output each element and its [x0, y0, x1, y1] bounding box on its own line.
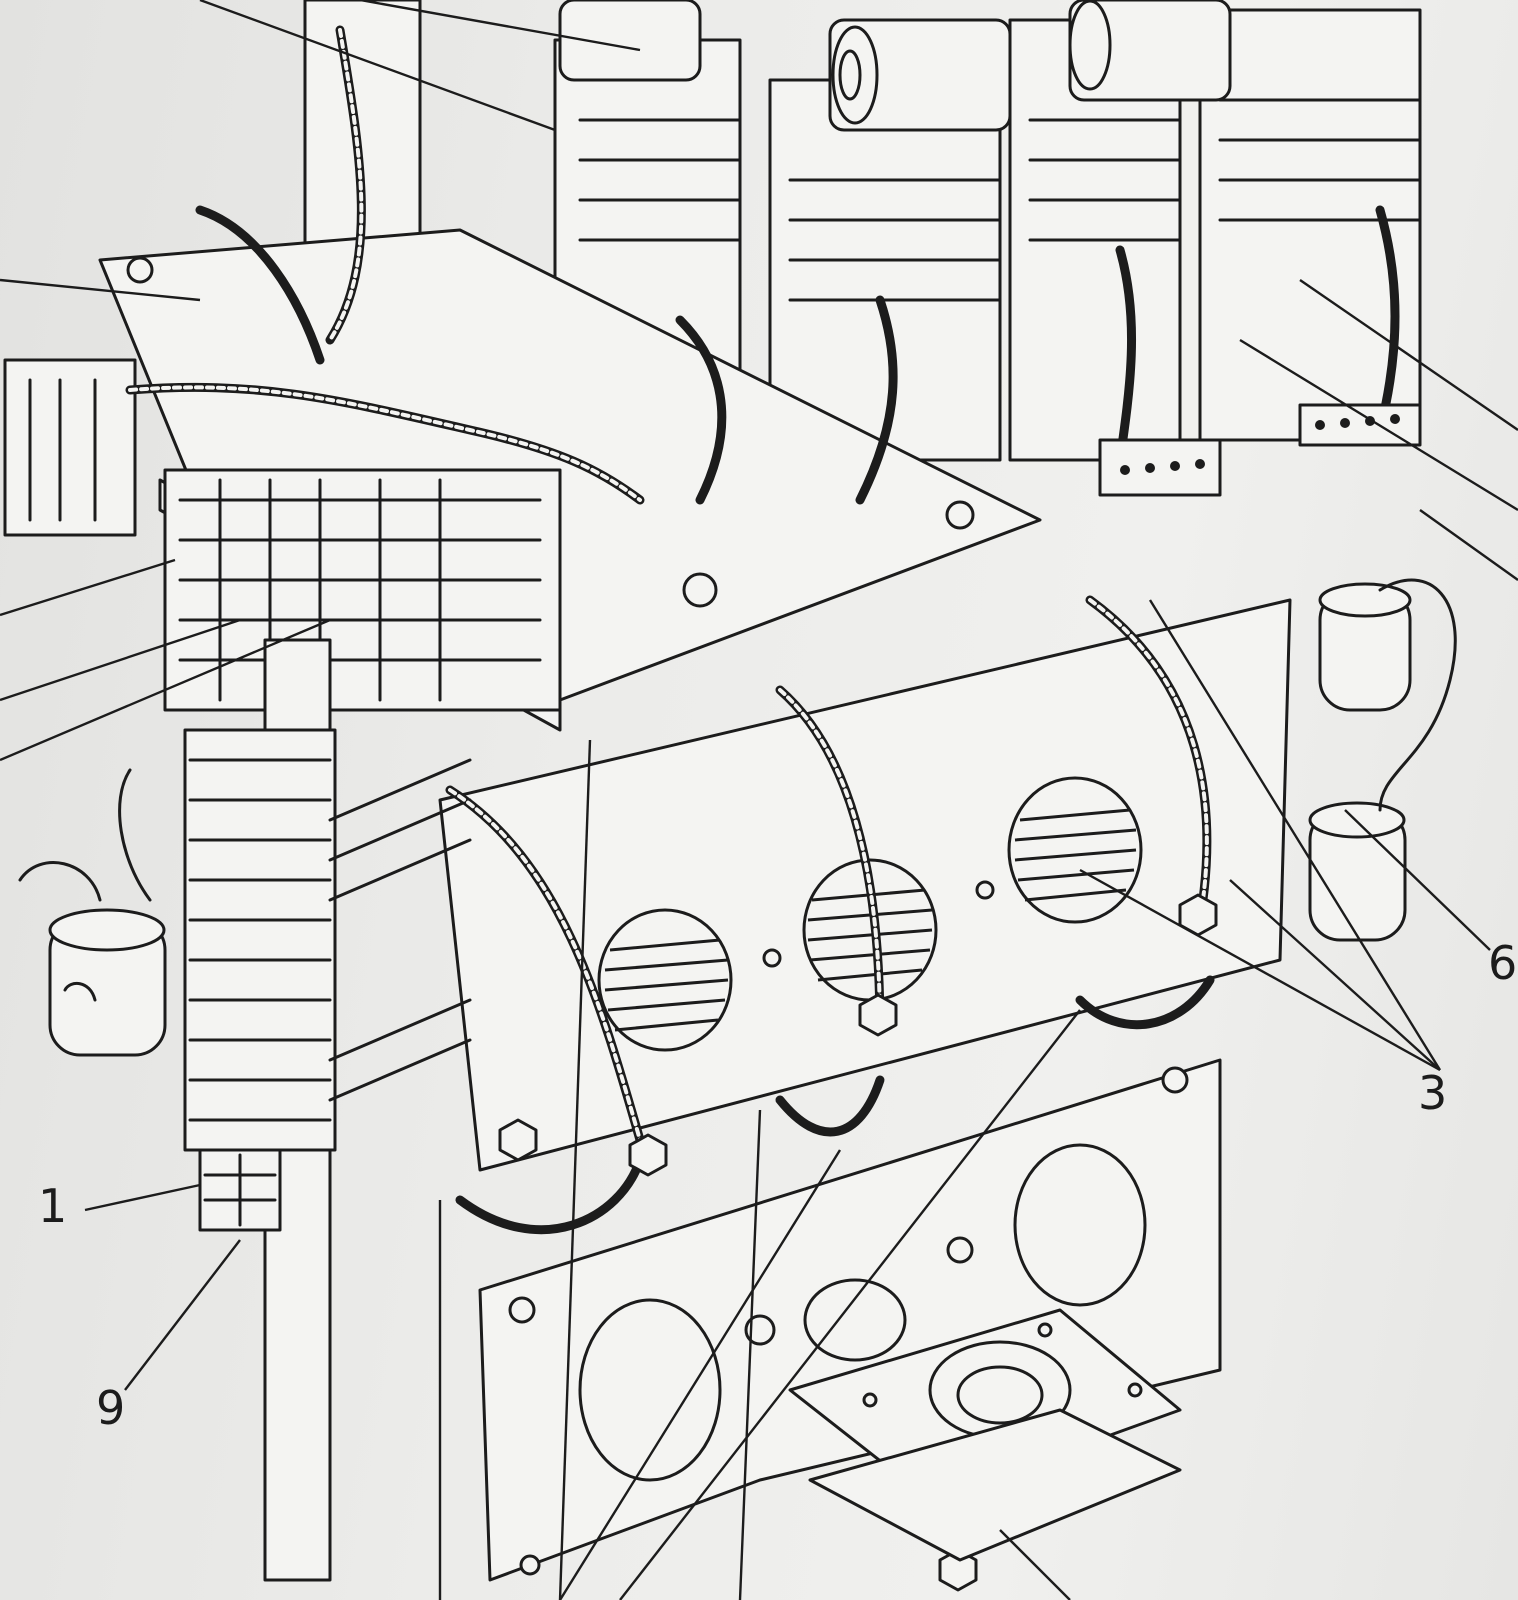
upper-coils [558, 0, 1232, 132]
lower-hole-left [578, 1298, 722, 1482]
top-mounting-plate [98, 228, 1042, 702]
callout-9: 9 [96, 1381, 126, 1435]
fin-ribs-center [328, 758, 472, 1102]
left-capacitor-coil [18, 768, 167, 1057]
terminal-connector [3, 358, 137, 537]
callout-1: 1 [38, 1179, 68, 1233]
lower-hole-right [1013, 1143, 1147, 1307]
current-transformer-bracket [788, 1308, 1182, 1562]
middle-heatsink [158, 468, 562, 732]
right-capacitor-coils [1308, 578, 1457, 942]
callout-6: 6 [1488, 936, 1518, 990]
vent-hole-left [597, 908, 733, 1052]
lower-left-fins [183, 728, 337, 1232]
vent-hole-right [1007, 776, 1143, 924]
lower-hole-center [803, 1278, 907, 1362]
callout-3: 3 [1418, 1066, 1448, 1120]
wire-harness [125, 25, 1400, 505]
